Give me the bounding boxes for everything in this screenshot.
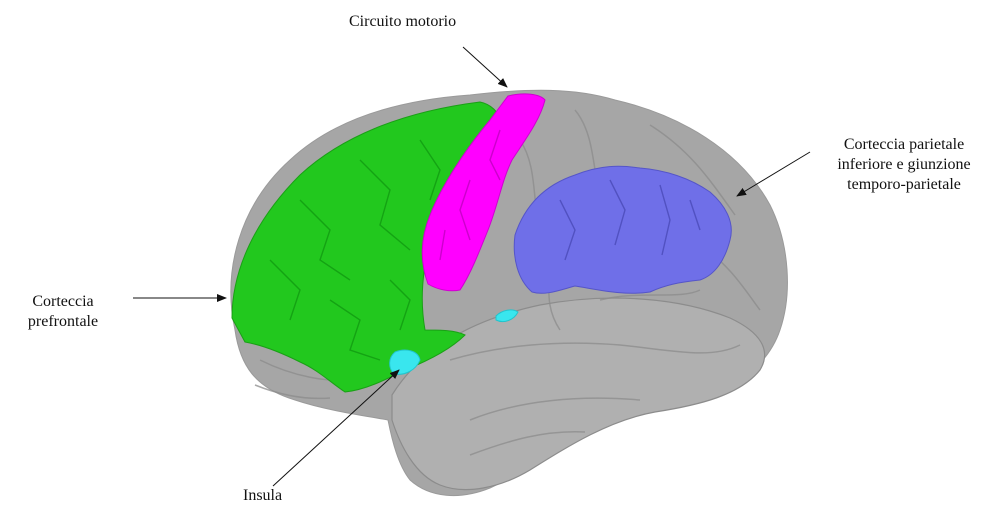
parietal-label: Corteccia parietale inferiore e giunzion… — [814, 135, 994, 195]
insula-label: Insula — [243, 486, 282, 506]
motor-label: Circuito motorio — [349, 12, 456, 32]
parietal-label-line1: Corteccia parietale — [814, 135, 994, 155]
prefrontal-label: Corteccia prefrontale — [8, 292, 118, 332]
parietal-label-line2: inferiore e giunzione — [814, 155, 994, 175]
prefrontal-label-line1: Corteccia — [8, 292, 118, 312]
motor-arrow — [463, 47, 507, 87]
parietal-label-line3: temporo-parietale — [814, 175, 994, 195]
prefrontal-label-line2: prefrontale — [8, 312, 118, 332]
